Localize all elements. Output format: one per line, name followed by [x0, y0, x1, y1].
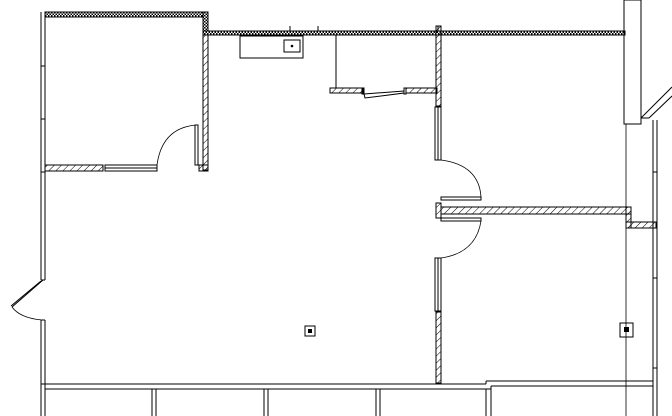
sink: [239, 35, 304, 59]
left-room: [44, 34, 209, 172]
exterior-door: [10, 279, 44, 321]
bottom-exterior-wall: [45, 380, 653, 416]
closet: [329, 35, 438, 99]
right-structure: [623, 0, 672, 416]
top-exterior-wall: [44, 11, 626, 36]
column-1: [304, 325, 316, 337]
central-partition: [434, 25, 482, 384]
left-exterior-wall: [40, 12, 46, 416]
drain-icon: [290, 44, 294, 48]
column-2: [619, 322, 634, 338]
left-room-door: [156, 124, 199, 166]
